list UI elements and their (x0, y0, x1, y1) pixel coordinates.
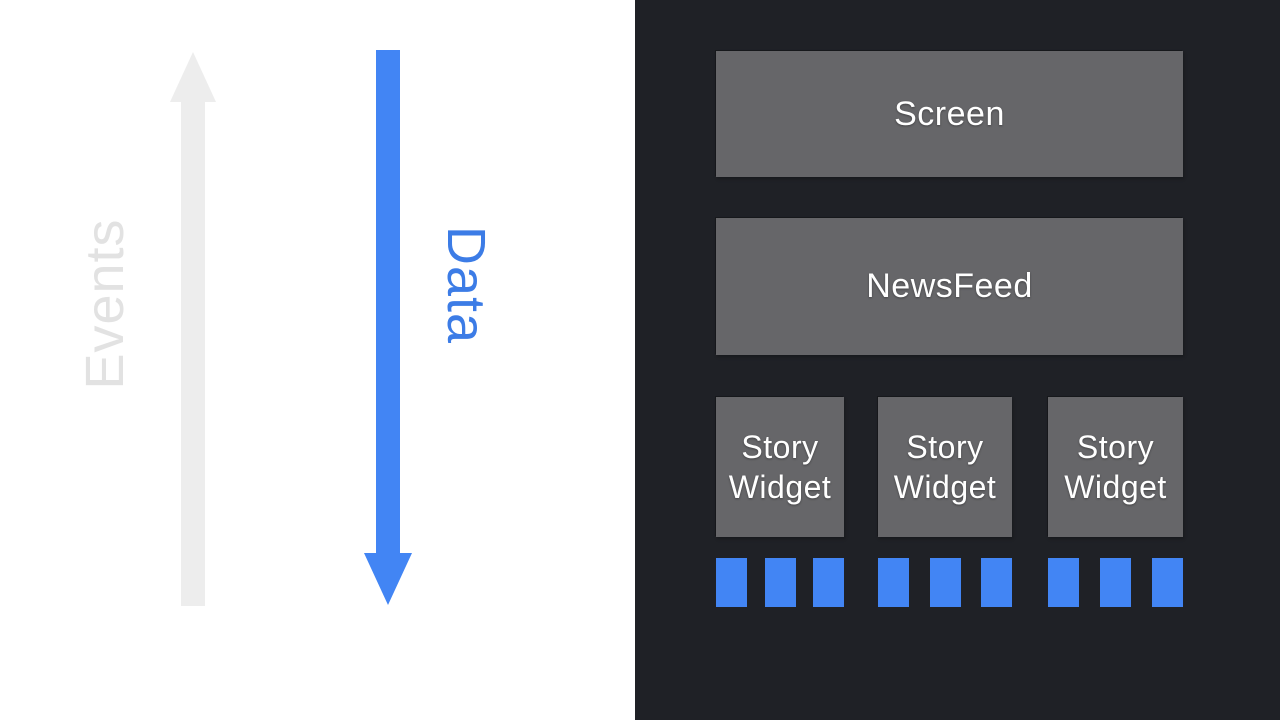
data-down-arrow-shaft (376, 50, 400, 554)
story-column: Story Widget (1048, 397, 1183, 607)
story-item-square (1048, 558, 1079, 607)
events-label: Events (75, 218, 135, 390)
story-widget-label-line2: Widget (893, 469, 997, 505)
story-widget-label-line1: Story (1076, 429, 1155, 465)
story-widget-label-line1: Story (906, 429, 984, 465)
data-down-arrow-head (364, 553, 412, 605)
story-widget-label-line2: Widget (1064, 469, 1167, 505)
story-widget-label-line1: Story (741, 429, 819, 465)
story-items-row (1048, 558, 1183, 607)
story-column: Story Widget (878, 397, 1012, 607)
story-item-square (764, 558, 796, 607)
widget-tree-panel: Screen NewsFeed Story Widget Story Widge… (635, 0, 1280, 720)
newsfeed-widget-box: NewsFeed (716, 218, 1183, 355)
story-column: Story Widget (716, 397, 844, 607)
story-widget-box: Story Widget (1048, 397, 1183, 537)
events-up-arrow-shaft (181, 100, 205, 606)
story-widget-label-line2: Widget (728, 469, 832, 505)
story-items-row (878, 558, 1012, 607)
story-items-row (716, 558, 844, 607)
story-item-square (878, 558, 909, 607)
data-label: Data (436, 225, 496, 345)
flow-panel: Events Data (0, 0, 635, 720)
story-widget-box: Story Widget (716, 397, 844, 537)
story-item-square (1152, 558, 1183, 607)
story-item-square (929, 558, 961, 607)
story-item-square (716, 558, 747, 607)
story-item-square (813, 558, 844, 607)
events-up-arrow-head (170, 52, 216, 102)
story-item-square (1100, 558, 1131, 607)
story-item-square (981, 558, 1012, 607)
story-widget-box: Story Widget (878, 397, 1012, 537)
screen-widget-box: Screen (716, 51, 1183, 177)
